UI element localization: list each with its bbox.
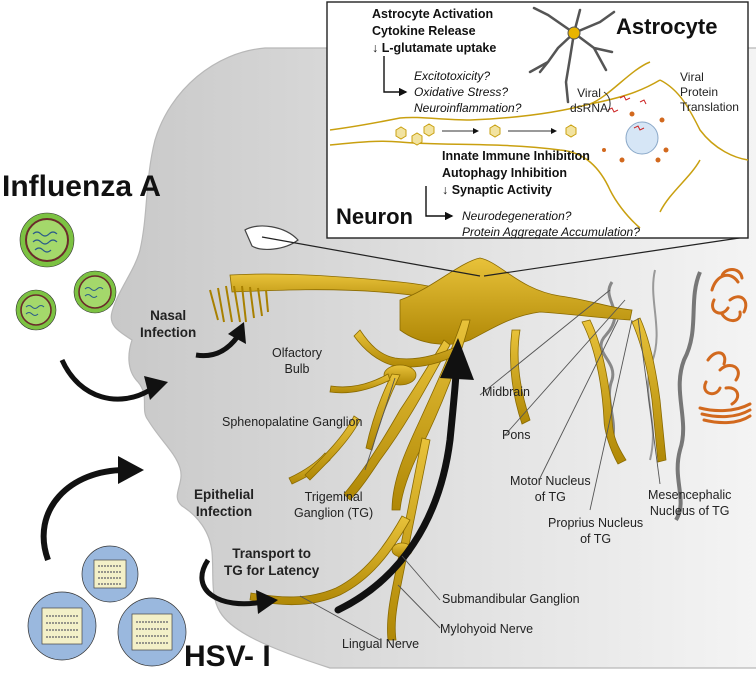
astrocyte-title: Astrocyte	[616, 14, 718, 39]
midbrain-label: Midbrain	[482, 385, 530, 399]
epithelial-arrow	[40, 467, 126, 562]
hsv-virus-icon	[27, 545, 187, 667]
astrocyte-effects: Astrocyte Activation Cytokine Release ↓ …	[372, 7, 497, 55]
mylohyoid-label: Mylohyoid Nerve	[440, 622, 534, 636]
vesicles	[395, 123, 577, 146]
nasal-arrow	[59, 358, 152, 402]
eye-icon	[244, 225, 299, 250]
viral-translation-label: Viral Protein Translation	[680, 70, 739, 114]
astrocyte-outcomes: Excitotoxicity? Oxidative Stress? Neuroi…	[414, 69, 522, 116]
neuron-outcomes: Neurodegeneration? Protein Aggregate Acc…	[462, 209, 640, 240]
neuron-title: Neuron	[336, 204, 413, 229]
influenza-virus-icon	[15, 212, 117, 331]
inset-box	[326, 1, 749, 239]
lingual-label: Lingual Nerve	[342, 637, 420, 651]
nucleus	[625, 121, 659, 155]
pons-label: Pons	[502, 428, 531, 442]
submandibular-label: Submandibular Ganglion	[442, 592, 580, 606]
transport-small-arrow	[199, 558, 263, 607]
leader-lines	[299, 289, 661, 641]
astrocyte-drawing	[528, 6, 616, 104]
sphenopalatine-label: Sphenopalatine Ganglion	[222, 415, 363, 429]
hsv-title: HSV- I	[184, 640, 271, 673]
cerebellum-lobules	[698, 268, 752, 425]
neuron-effects: Innate Immune Inhibition Autophagy Inhib…	[442, 149, 590, 197]
callout-line	[261, 236, 481, 277]
transport-arrow	[334, 368, 460, 614]
neuron-drawing	[329, 61, 749, 229]
nasal-arrow-2	[195, 334, 241, 359]
olfactory-bulb-fringe	[209, 285, 269, 323]
influenza-title: Influenza A	[2, 170, 161, 203]
